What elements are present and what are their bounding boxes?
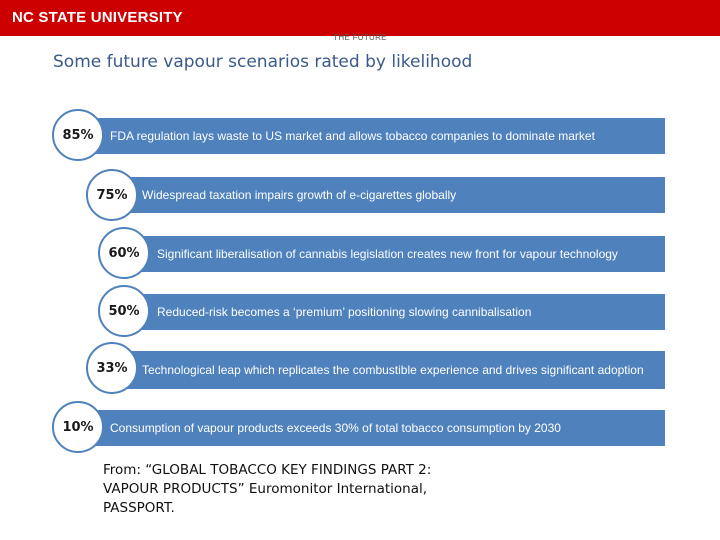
- likelihood-badge: 85%: [52, 109, 104, 161]
- likelihood-value: 85%: [62, 127, 94, 143]
- slide-title: Some future vapour scenarios rated by li…: [53, 52, 473, 72]
- source-line: PASSPORT.: [103, 499, 175, 516]
- source-line: VAPOUR PRODUCTS” Euromonitor Internation…: [103, 480, 428, 497]
- university-logo-text: NC STATE UNIVERSITY: [12, 9, 183, 26]
- header-bar: NC STATE UNIVERSITY: [0, 0, 720, 36]
- section-label: THE FUTURE: [333, 33, 387, 42]
- likelihood-badge: 33%: [86, 342, 138, 394]
- scenario-text: Reduced-risk becomes a ‘premium’ positio…: [157, 304, 532, 319]
- scenario-bar: Significant liberalisation of cannabis l…: [128, 236, 665, 272]
- scenario-text: Technological leap which replicates the …: [142, 362, 644, 377]
- scenario-bar: Technological leap which replicates the …: [112, 351, 665, 389]
- scenario-bar: Widespread taxation impairs growth of e-…: [112, 177, 665, 213]
- scenario-bar: Consumption of vapour products exceeds 3…: [78, 410, 665, 446]
- scenario-bar: Reduced-risk becomes a ‘premium’ positio…: [128, 294, 665, 330]
- likelihood-badge: 10%: [52, 401, 104, 453]
- source-line: From: “GLOBAL TOBACCO KEY FINDINGS PART …: [103, 462, 432, 478]
- scenario-text: Significant liberalisation of cannabis l…: [157, 246, 618, 261]
- likelihood-value: 10%: [62, 419, 94, 435]
- likelihood-value: 33%: [96, 360, 128, 376]
- likelihood-badge: 50%: [98, 285, 150, 337]
- scenario-text: Widespread taxation impairs growth of e-…: [142, 187, 457, 202]
- source-citation: From: “GLOBAL TOBACCO KEY FINDINGS PART …: [103, 461, 431, 518]
- scenario-bar: FDA regulation lays waste to US market a…: [78, 118, 665, 154]
- likelihood-badge: 60%: [98, 227, 150, 279]
- scenario-text: Consumption of vapour products exceeds 3…: [110, 420, 561, 435]
- scenario-text: FDA regulation lays waste to US market a…: [110, 128, 595, 143]
- likelihood-badge: 75%: [86, 169, 138, 221]
- likelihood-value: 60%: [108, 245, 140, 261]
- likelihood-value: 50%: [108, 303, 140, 319]
- likelihood-value: 75%: [96, 187, 128, 203]
